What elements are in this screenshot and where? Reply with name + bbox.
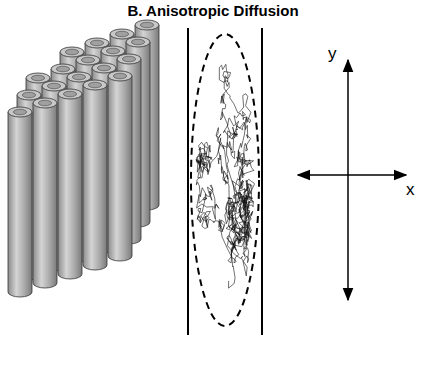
fiber-bundle: [8, 20, 159, 297]
random-walk: [196, 64, 255, 288]
fiber-cylinder: [33, 98, 57, 288]
walk-path: [196, 64, 255, 288]
y-axis-arrow: [347, 60, 349, 300]
axis-label: y: [328, 44, 337, 64]
figure-title: B. Anisotropic Diffusion: [0, 2, 426, 19]
x-axis-arrow: [298, 174, 406, 176]
fiber-cylinder: [8, 107, 32, 297]
wall-line: [261, 28, 263, 335]
wall-line: [187, 28, 189, 335]
fiber-cylinder: [83, 80, 107, 270]
fiber-cylinder: [58, 89, 82, 279]
diffusion-ellipse: [191, 34, 259, 326]
fiber-cylinder: [108, 71, 132, 261]
axis-label: x: [406, 180, 415, 200]
